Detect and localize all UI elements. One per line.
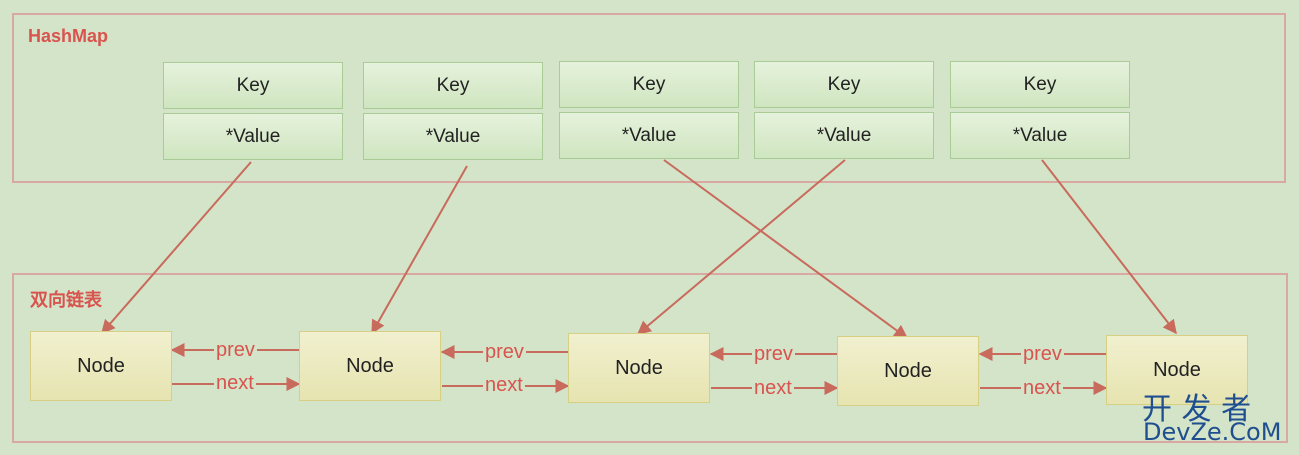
next-label: next xyxy=(1021,377,1063,400)
linked-list-container xyxy=(12,273,1288,443)
pointer-arrow xyxy=(371,165,468,335)
list-node: Node xyxy=(568,333,710,403)
value-cell: *Value xyxy=(754,112,934,159)
key-cell: Key xyxy=(950,61,1130,108)
pointer-arrow xyxy=(663,159,909,339)
next-label: next xyxy=(214,372,256,395)
hashmap-title: HashMap xyxy=(28,26,109,46)
watermark-cn: 开 发 者 xyxy=(1142,392,1252,427)
key-cell: Key xyxy=(754,61,934,108)
prev-label: prev xyxy=(214,339,257,362)
list-node: Node xyxy=(837,336,979,406)
key-cell: Key xyxy=(559,61,739,108)
hashmap-entry: Key *Value xyxy=(163,62,343,160)
pointer-arrow xyxy=(636,159,846,335)
hashmap-entry: Key *Value xyxy=(559,61,739,159)
pointer-arrow xyxy=(101,161,252,335)
prev-label: prev xyxy=(1021,343,1064,366)
list-node: Node xyxy=(299,331,441,401)
watermark-latin: DevZe.CoM xyxy=(1143,418,1282,446)
hashmap-entry: Key *Value xyxy=(754,61,934,159)
hashmap-entry: Key *Value xyxy=(363,62,543,160)
list-node: Node xyxy=(30,331,172,401)
prev-label: prev xyxy=(752,343,795,366)
pointer-arrow xyxy=(1041,159,1177,335)
hashmap-container xyxy=(12,13,1286,183)
next-label: next xyxy=(483,374,525,397)
value-cell: *Value xyxy=(559,112,739,159)
linked-list-title: 双向链表 xyxy=(30,290,102,310)
prev-label: prev xyxy=(483,341,526,364)
key-cell: Key xyxy=(363,62,543,109)
value-cell: *Value xyxy=(950,112,1130,159)
hashmap-entry: Key *Value xyxy=(950,61,1130,159)
list-node: Node xyxy=(1106,335,1248,405)
key-cell: Key xyxy=(163,62,343,109)
value-cell: *Value xyxy=(163,113,343,160)
value-cell: *Value xyxy=(363,113,543,160)
next-label: next xyxy=(752,377,794,400)
